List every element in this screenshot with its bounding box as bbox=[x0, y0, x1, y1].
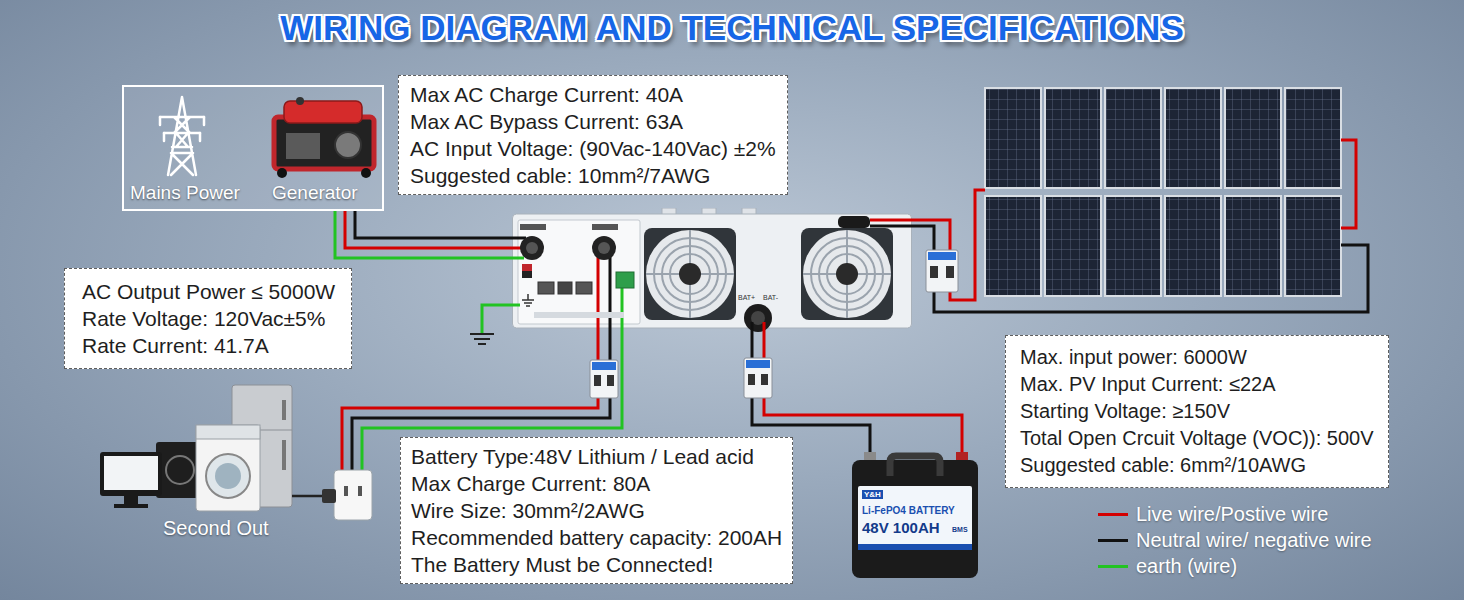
cooling-fan bbox=[801, 228, 893, 320]
spec-line: Rate Current: 41.7A bbox=[82, 332, 335, 359]
circuit-breaker bbox=[590, 360, 618, 398]
legend-text: Live wire/Postive wire bbox=[1136, 503, 1328, 525]
power-source-box: Mains Power Generator bbox=[122, 85, 384, 211]
legend-swatch bbox=[1098, 539, 1128, 542]
spec-line: Suggested cable: 10mm²/7AWG bbox=[410, 162, 776, 189]
wire bbox=[764, 332, 962, 452]
solar-array bbox=[985, 88, 1341, 296]
spec-box: AC Output Power ≤ 5000WRate Voltage: 120… bbox=[64, 268, 352, 369]
spec-line: Max Charge Current: 80A bbox=[411, 470, 782, 497]
legend-text: Neutral wire/ negative wire bbox=[1136, 529, 1372, 551]
spec-box: Max. input power: 6000WMax. PV Input Cur… bbox=[1005, 335, 1389, 488]
spec-line: AC Output Power ≤ 5000W bbox=[82, 278, 335, 305]
diagram-title: WIRING DIAGRAM AND TECHNICAL SPECIFICATI… bbox=[0, 8, 1464, 48]
source-label: Generator bbox=[272, 182, 358, 204]
generator-icon bbox=[274, 97, 374, 178]
spec-line: Max. input power: 6000W bbox=[1020, 344, 1374, 371]
circuit-breaker bbox=[926, 250, 958, 292]
caption-label: Second Out bbox=[163, 517, 269, 539]
battery-marking: Y&H bbox=[862, 490, 883, 499]
legend-text: earth (wire) bbox=[1136, 555, 1237, 577]
power-outlet bbox=[292, 470, 372, 520]
spec-line: Starting Voltage: ≥150V bbox=[1020, 398, 1374, 425]
wire bbox=[355, 211, 512, 238]
wire-connector bbox=[335, 211, 512, 258]
spec-box: Battery Type:48V Lithium / Lead acidMax … bbox=[400, 437, 793, 584]
spec-box: Max AC Charge Current: 40AMax AC Bypass … bbox=[398, 75, 788, 195]
spec-line: Max AC Charge Current: 40A bbox=[410, 81, 776, 108]
spec-line: Wire Size: 30mm²/2AWG bbox=[411, 497, 782, 524]
battery-marking: BMS bbox=[952, 526, 968, 534]
wire bbox=[335, 211, 512, 258]
spec-line: Rate Voltage: 120Vac±5% bbox=[82, 305, 335, 332]
wire-stubs bbox=[512, 220, 912, 332]
cooling-fan bbox=[644, 228, 736, 320]
inverter-housing bbox=[512, 208, 912, 332]
battery-pack: Y&H Li-FePO4 BATTERY 48V 100AH BMS bbox=[850, 452, 980, 580]
spec-line: AC Input Voltage: (90Vac-140Vac) ±2% bbox=[410, 135, 776, 162]
battery-gland bbox=[744, 304, 772, 332]
pylon-icon bbox=[160, 97, 204, 175]
spec-line: The Battery Must be Connected! bbox=[411, 551, 782, 578]
source-label: Mains Power bbox=[130, 182, 240, 204]
spec-line: Recommended battery capacity: 200AH bbox=[411, 524, 782, 551]
inverter-unit: BAT+ BAT- bbox=[512, 208, 912, 332]
battery-marking: 48V 100AH bbox=[862, 519, 940, 536]
appliances bbox=[100, 385, 292, 511]
pv-wiring bbox=[912, 140, 1368, 312]
spec-line: Max. PV Input Current: ≤22A bbox=[1020, 371, 1374, 398]
spec-line: Suggested cable: 6mm²/10AWG bbox=[1020, 452, 1374, 479]
wire-connector bbox=[752, 332, 962, 452]
port-label: BAT- bbox=[763, 294, 778, 302]
ground-connection bbox=[470, 305, 512, 344]
battery-marking: Li-FePO4 BATTERY bbox=[862, 505, 955, 517]
wire bbox=[345, 211, 512, 248]
port-label: BAT+ bbox=[738, 294, 755, 302]
spec-line: Total Open Crcuit Voltage (VOC)): 500V bbox=[1020, 425, 1374, 452]
panel-ports bbox=[522, 264, 634, 318]
circuit-breaker bbox=[744, 358, 772, 398]
spec-line: Max AC Bypass Current: 63A bbox=[410, 108, 776, 135]
pv-port bbox=[838, 216, 870, 228]
spec-line: Battery Type:48V Lithium / Lead acid bbox=[411, 443, 782, 470]
legend-swatch bbox=[1098, 513, 1128, 516]
cable-gland bbox=[520, 236, 616, 260]
legend-swatch bbox=[1098, 565, 1128, 568]
